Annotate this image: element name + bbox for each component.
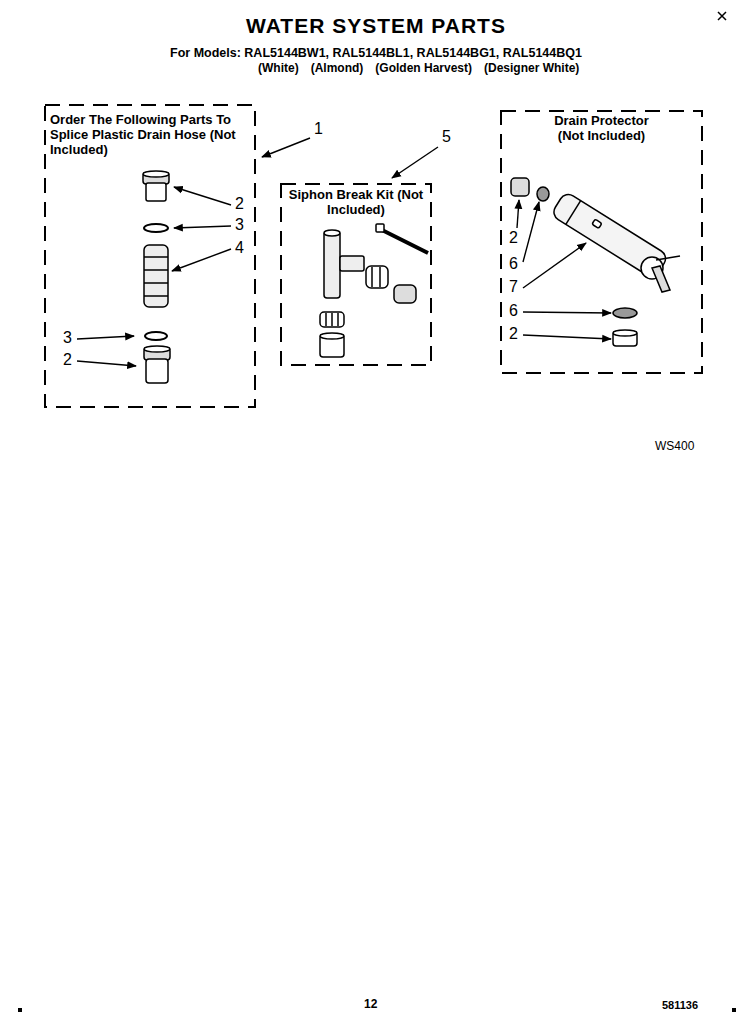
group-heading: Drain Protector (Not Included) (542, 110, 662, 143)
callout-number: 3 (235, 216, 244, 234)
callout-number: 2 (509, 325, 518, 343)
callout-number: 2 (63, 351, 72, 369)
group-heading: Siphon Break Kit (Not Included) (286, 183, 426, 217)
callout-number: 6 (509, 255, 518, 273)
callout-number: 4 (235, 239, 244, 257)
title: WATER SYSTEM PARTS (0, 14, 752, 38)
splice-parts (143, 171, 170, 383)
callout-number: 6 (509, 302, 518, 320)
callout-number: 7 (509, 278, 518, 296)
callout-number: 1 (314, 120, 323, 138)
dashed-group-box: Siphon Break Kit (Not Included) (280, 183, 432, 366)
dashed-group-box: Order The Following Parts To Splice Plas… (44, 104, 256, 408)
model-list: For Models: RAL5144BW1, RAL5144BL1, RAL5… (0, 46, 752, 60)
dashed-border (45, 105, 255, 407)
dashed-border (281, 184, 431, 365)
drawing-code: WS400 (655, 440, 694, 454)
drain-protector (511, 178, 680, 346)
corner-mark (18, 12, 736, 1012)
dashed-outline (500, 110, 703, 374)
document-number: 581136 (662, 999, 698, 1012)
dashed-group-box: Drain Protector (Not Included) (500, 110, 703, 374)
color-name: (Almond) (311, 62, 364, 76)
color-name: (Designer White) (484, 62, 579, 76)
color-name: (Golden Harvest) (375, 62, 472, 76)
page-number: 12 (364, 998, 377, 1012)
group-heading: Order The Following Parts To Splice Plas… (44, 104, 246, 157)
callout-number: 2 (509, 229, 518, 247)
color-row: (White) (Almond) (Golden Harvest) (Designer… (258, 62, 579, 76)
callout-number: 3 (63, 329, 72, 347)
dashed-border (501, 111, 702, 373)
callout-number: 5 (442, 128, 451, 146)
color-name: (White) (258, 62, 299, 76)
siphon-break-kit (320, 224, 428, 357)
leader-line (77, 138, 611, 366)
callout-number: 2 (235, 195, 244, 213)
